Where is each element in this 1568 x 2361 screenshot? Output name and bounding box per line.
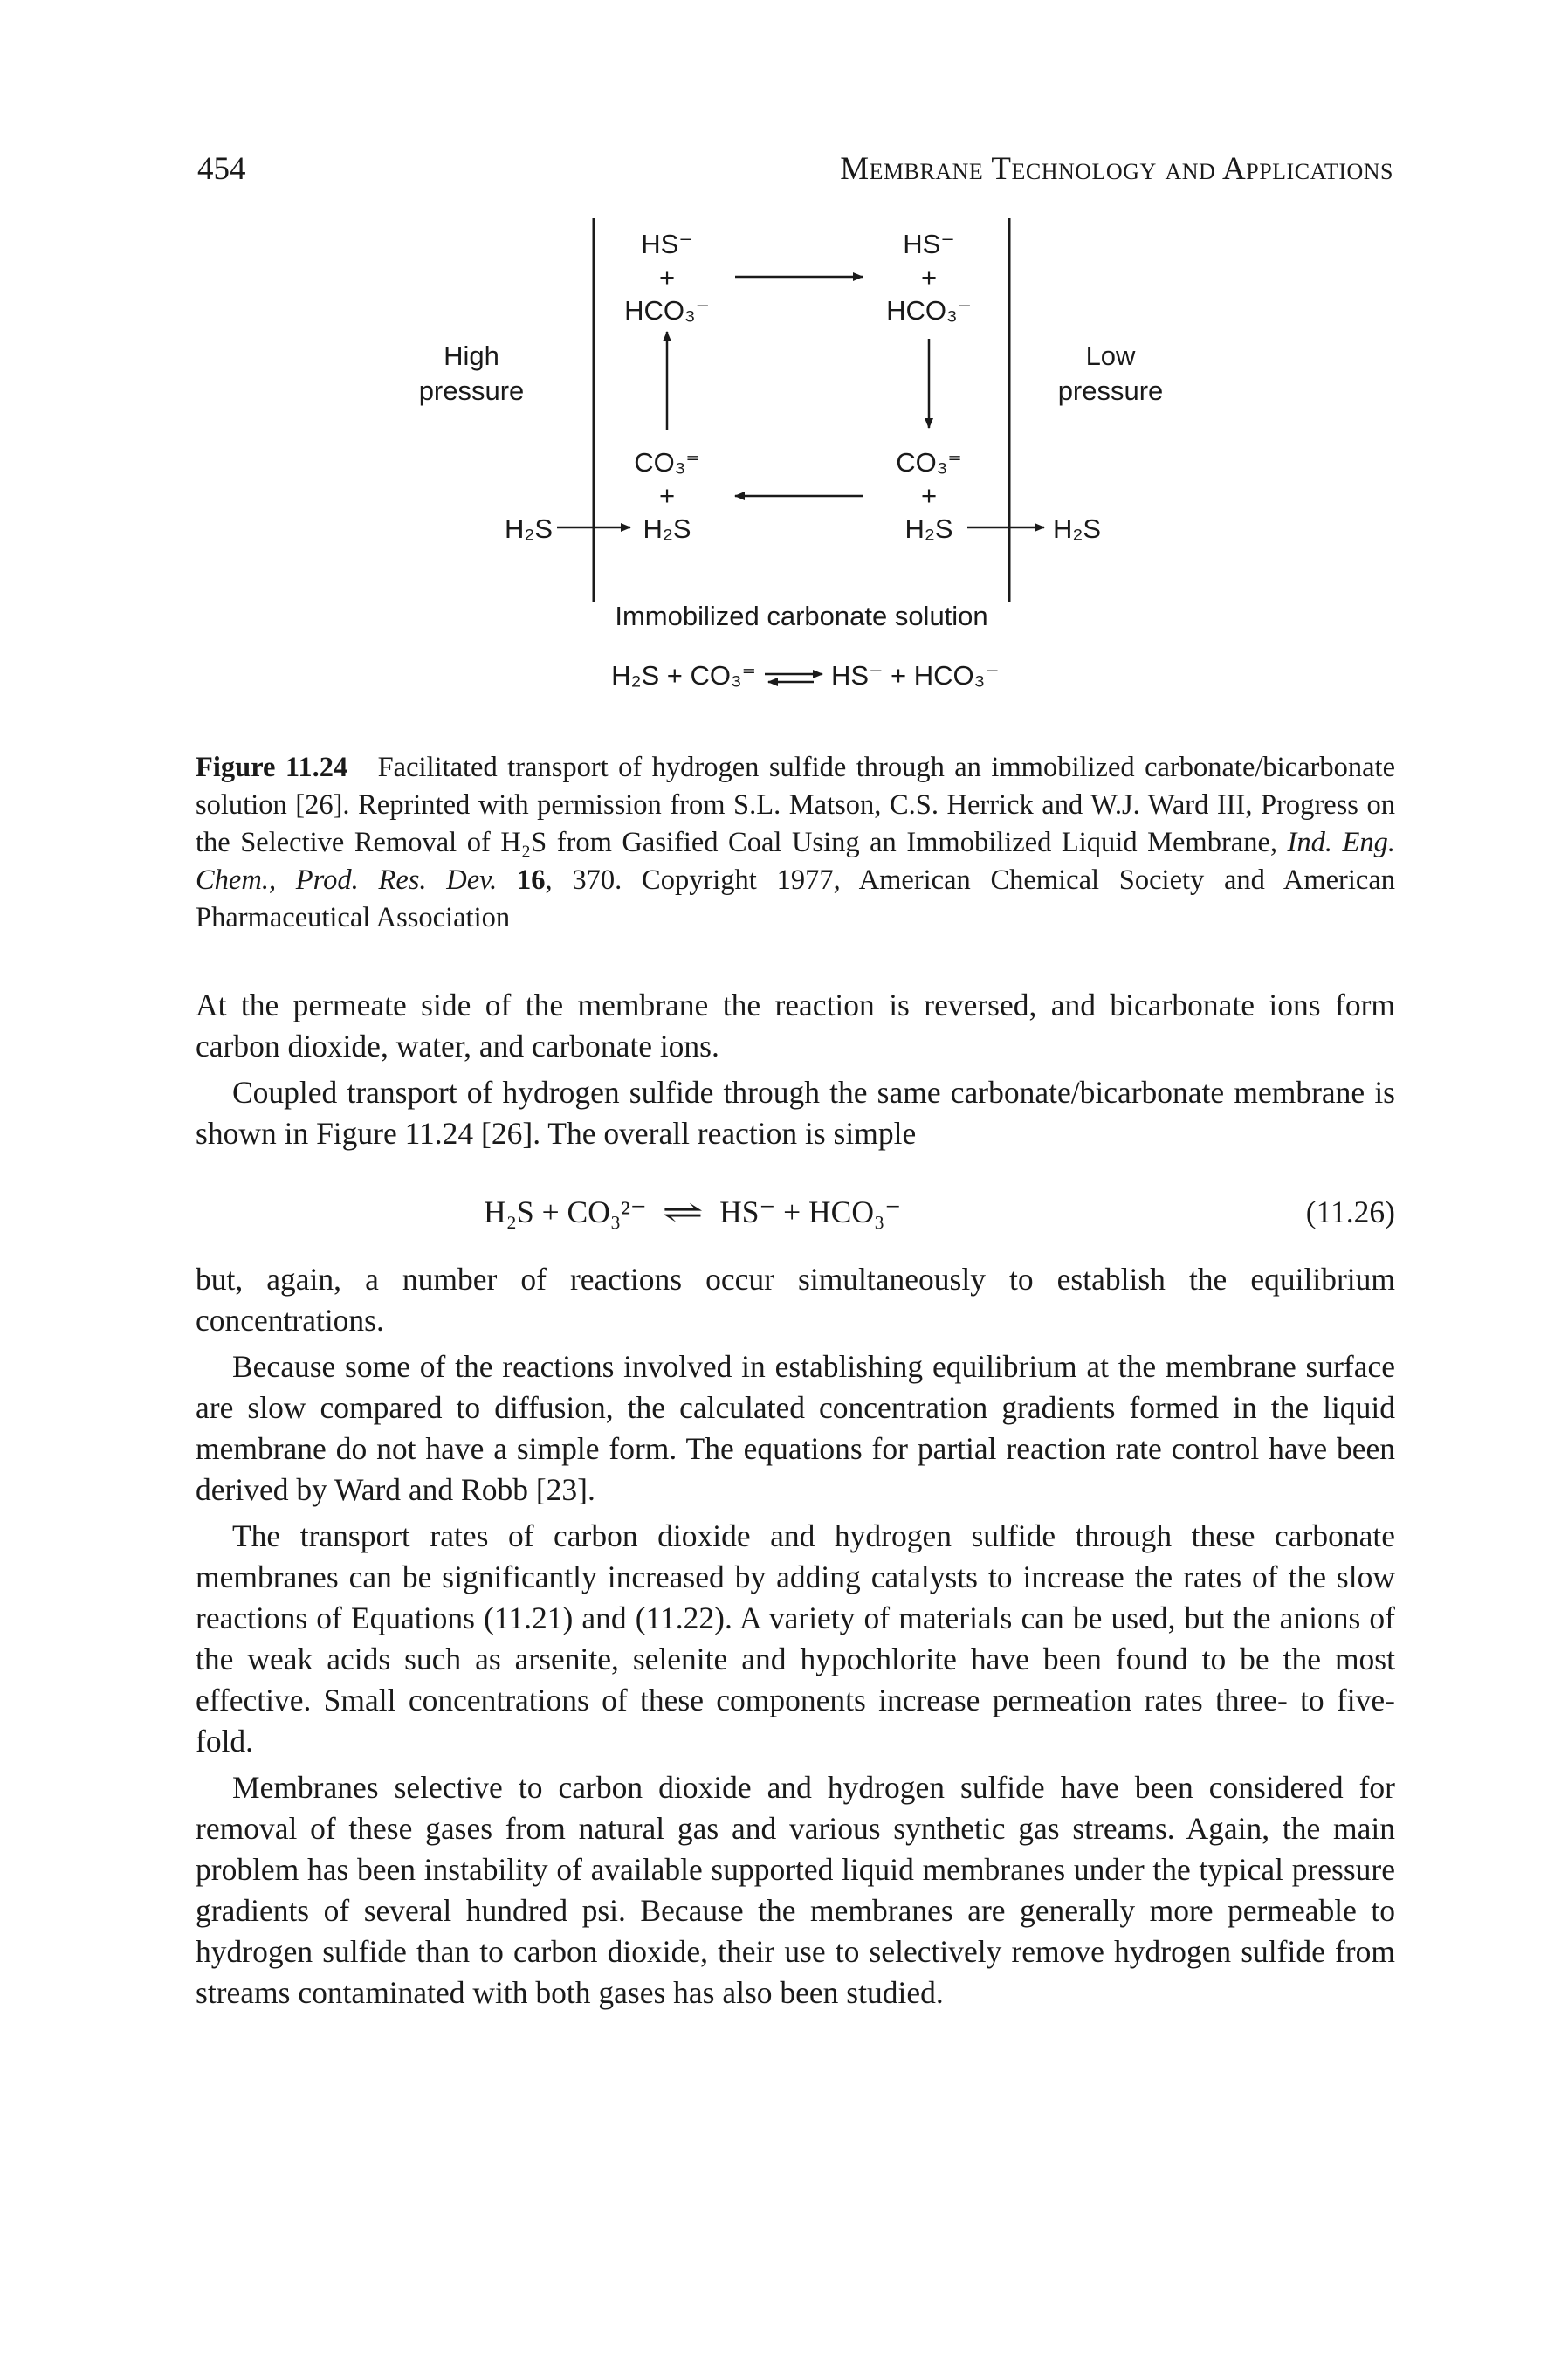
species-hco3-left: HCO₃⁻ — [624, 295, 710, 326]
figure-reaction-lhs: H₂S + CO₃⁼ — [611, 660, 756, 691]
page-header: 454 Membrane Technology and Applications — [197, 150, 1393, 194]
species-hco3-right: HCO₃⁻ — [886, 295, 972, 326]
species-hs-left: HS⁻ — [641, 229, 692, 259]
species-hs-right: HS⁻ — [903, 229, 954, 259]
caption-volume: 16 — [517, 864, 546, 896]
species-co3-right: CO₃⁼ — [896, 447, 962, 478]
figure-label: Figure 11.24 — [196, 752, 348, 783]
equation-rhs: HS⁻ + HCO₃⁻ — [719, 1194, 902, 1229]
figure-reaction-rhs: HS⁻ + HCO₃⁻ — [831, 660, 1000, 691]
caption-text-2: , 370. Copyright 1977, American Chemical… — [196, 864, 1396, 933]
facilitated-transport-diagram: High pressure Low pressure HS⁻ + HCO₃⁻ H… — [419, 218, 1164, 691]
plus-bottom-left: + — [659, 480, 675, 511]
paragraph: but, again, a number of reactions occur … — [196, 1262, 1395, 1338]
equation-arrows: ⇌ — [662, 1194, 705, 1229]
paragraph: At the permeate side of the membrane the… — [196, 988, 1395, 1063]
species-h2s-right: H₂S — [904, 513, 952, 544]
high-pressure-label-2: pressure — [419, 375, 525, 406]
paragraph: Coupled transport of hydrogen sulfide th… — [196, 1075, 1395, 1151]
paragraph: Because some of the reactions involved i… — [196, 1349, 1395, 1507]
low-pressure-label-2: pressure — [1058, 375, 1164, 406]
caption-journal: Ind. Eng. Chem., Prod. Res. Dev. — [196, 827, 1395, 896]
plus-top-left: + — [659, 262, 675, 293]
figure-caption: Figure 11.24 Facilitated transport of hy… — [196, 749, 1395, 937]
species-h2s-left: H₂S — [643, 513, 691, 544]
plus-bottom-right: + — [921, 480, 937, 511]
high-pressure-label: High — [444, 341, 499, 371]
body-text-upper: At the permeate side of the membrane the… — [196, 985, 1395, 1154]
solution-label: Immobilized carbonate solution — [615, 601, 987, 631]
species-co3-left: CO₃⁼ — [634, 447, 700, 478]
paragraph: The transport rates of carbon dioxide an… — [196, 1518, 1395, 1759]
equation-11-26: H₂S + CO₃²⁻ ⇌ HS⁻ + HCO₃⁻ (11.26) — [196, 1194, 1395, 1237]
plus-top-right: + — [921, 262, 937, 293]
equation-lhs: H₂S + CO₃²⁻ — [484, 1194, 647, 1229]
paragraph: Membranes selective to carbon dioxide an… — [196, 1770, 1395, 2010]
permeate-h2s-label: H₂S — [1053, 513, 1101, 544]
low-pressure-label: Low — [1086, 341, 1136, 371]
running-title: Membrane Technology and Applications — [840, 151, 1393, 187]
caption-text-1: Facilitated transport of hydrogen sulfid… — [196, 752, 1395, 858]
page-number: 454 — [197, 151, 246, 187]
equation-number: (11.26) — [1305, 1194, 1395, 1229]
feed-h2s-label: H₂S — [505, 513, 553, 544]
body-text-lower: but, again, a number of reactions occur … — [196, 1259, 1395, 2013]
